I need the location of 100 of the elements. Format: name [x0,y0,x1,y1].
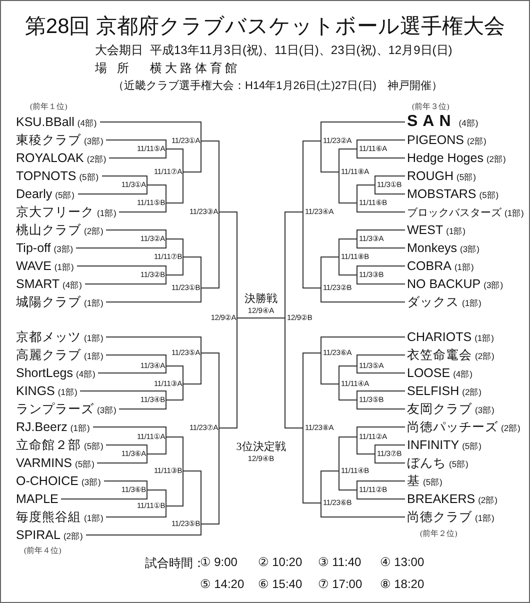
team-name: ランプラーズ [16,402,94,416]
bracket-line [106,506,166,518]
bracket-line [284,318,304,428]
team-name: LOOSE [407,366,450,380]
previous-rank-note: (前年３位) [412,101,450,112]
bracket-line [356,490,406,500]
bracket-line [338,148,358,172]
team-name: 基 [407,474,420,488]
bracket-line [320,140,340,172]
team-name: INFINITY [407,438,460,452]
team-name: SMART [16,277,60,291]
bracket-line [76,238,166,248]
time-slot: ⑦ 17:00 [318,577,362,591]
info-text: 横大路体育館 [150,60,240,77]
bracket-line [356,202,406,212]
team-name: Monkeys [407,241,458,255]
bracket-line [374,444,406,454]
team-name: ブロックバスターズ [407,207,502,219]
team-name: 尚徳パッチーズ [407,420,498,434]
division-label: (2部) [486,154,506,164]
previous-rank-note: (前年１位) [30,101,68,112]
team-name: SELFISH [407,384,460,398]
team-name: BREAKERS [407,492,476,506]
team-name: 京都メッツ [16,330,81,344]
division-label: (1部) [475,513,494,523]
bracket-line [356,354,406,366]
division-label: (1部) [84,333,104,343]
bracket-line [166,172,184,204]
team-name: Dearly [16,187,52,201]
team-name: 桃山クラブ [16,223,81,237]
previous-rank-note: (前年２位) [420,528,458,539]
team-name: 友岡クラブ [407,402,472,416]
division-label: (2部) [478,495,498,505]
division-label: (4部) [458,118,478,128]
team-name: 衣笠命竃会 [407,348,472,362]
bracket-line [182,470,202,524]
bracket-line [302,140,322,212]
bracket-line [356,366,406,374]
bracket-line [356,480,406,490]
bracket-line [106,230,166,240]
bracket-line [302,428,322,504]
bracket-line [374,454,406,464]
division-label: (2部) [501,423,520,433]
bracket-line [76,266,166,276]
bracket-line [320,256,340,288]
team-name: 立命館２部 [16,438,81,452]
team-name: 城陽クラブ [16,295,81,309]
team-name: KINGS [16,384,55,398]
team-name: Hedge Hoges [407,151,484,165]
bracket-line [356,184,376,204]
team-name: SAN [407,113,456,130]
title: 第28回 京都府クラブバスケットボール選手権大会 [24,14,506,40]
division-label: (3部) [54,244,74,254]
division-label: (3部) [84,136,104,146]
bracket-line [182,256,202,288]
division-label: (2部) [63,531,83,541]
team-name: KSU.BBall [16,115,74,129]
division-label: (5部) [55,190,75,200]
bracket-line [166,470,184,506]
division-label: (1部) [474,333,494,343]
team-name: ぼんち [407,456,446,470]
bracket-line [356,400,406,410]
bracket-line [338,470,358,490]
team-name: WAVE [16,259,52,273]
bracket-line [104,480,148,490]
bracket-line [356,274,406,284]
bracket-line [320,122,406,142]
division-label: (5部) [456,172,476,182]
bracket-line [356,266,406,276]
bracket-line [338,384,358,400]
bracket-line [106,444,148,454]
division-label: (1部) [54,262,74,272]
division-label: (5部) [423,477,442,487]
bracket-line [356,238,406,248]
division-label: (5部) [449,459,468,469]
division-label: (3部) [460,244,480,254]
info-text: 平成13年11月3日(祝)、11日(日)、23日(祝)、12月9日(日) [150,42,452,59]
division-label: (3部) [484,280,504,290]
team-name: WEST [407,223,444,237]
team-name: MAPLE [16,492,58,506]
bracket-line [320,288,406,302]
division-label: (1部) [462,298,482,308]
bracket-line [356,148,406,158]
bracket-line [338,256,358,276]
division-label: (1部) [84,351,104,361]
time-slot: ⑤ 14:20 [200,577,244,591]
division-label: (1部) [446,226,466,236]
bracket-line [338,366,358,384]
bracket-line [218,318,238,428]
bracket-line [320,336,406,354]
bracket-line [146,490,166,506]
team-name: NO BACKUP [407,277,481,291]
bracket-line [302,352,322,428]
team-name: RJ.Beerz [16,420,68,434]
team-name: Tip-off [16,241,51,255]
bracket-line [200,212,220,288]
bracket-line [106,336,202,354]
team-name: VARMINS [16,456,72,470]
division-label: (5部) [462,441,482,451]
division-label: (1部) [454,262,474,272]
